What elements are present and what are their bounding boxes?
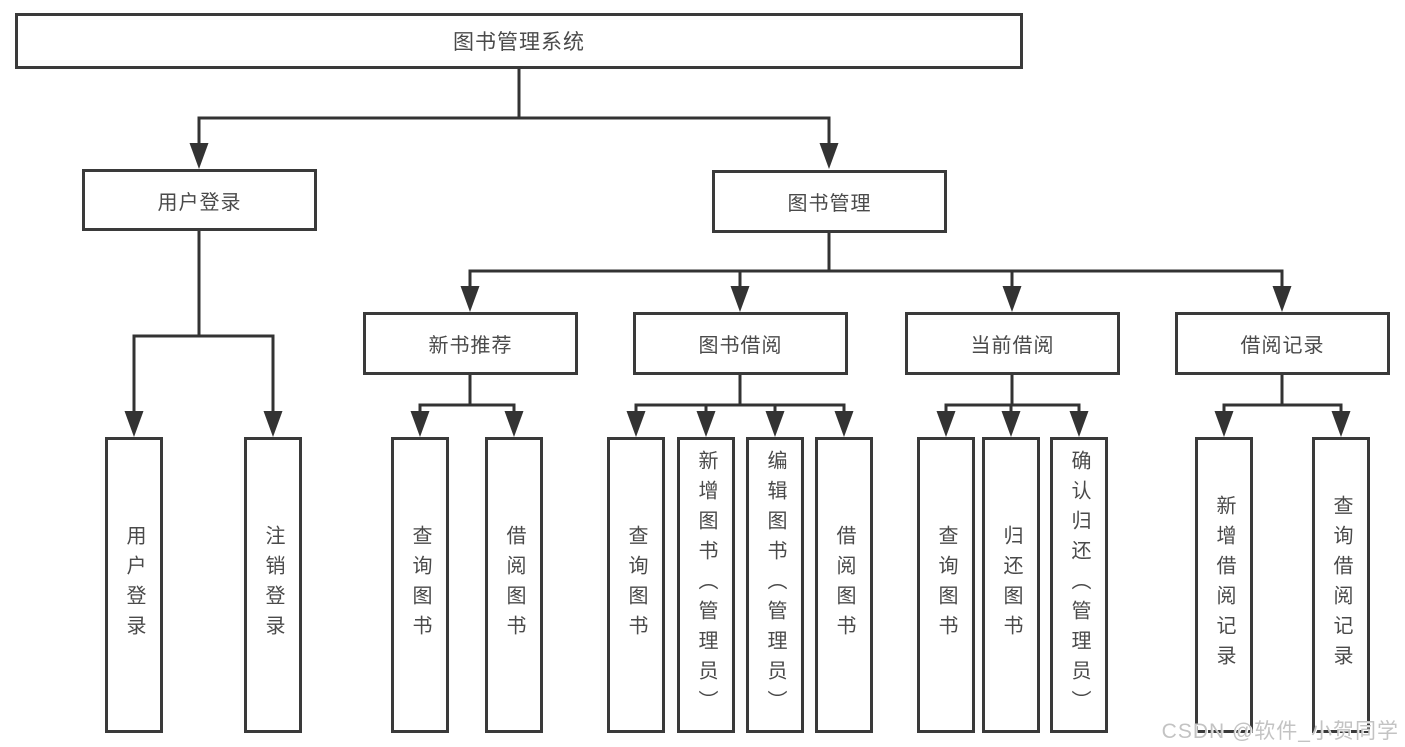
node-borrow-record-label: 借阅记录 <box>1240 335 1325 357</box>
leaf-recommend-query-book-label: 查询图书 <box>409 525 431 645</box>
node-user-login-label: 用户登录 <box>157 191 242 214</box>
leaf-query-borrow-record-label: 查询借阅记录 <box>1330 495 1352 675</box>
node-new-book-recommend-label: 新书推荐 <box>428 335 513 357</box>
node-book-borrow: 图书借阅 <box>633 312 848 375</box>
node-root-label: 图书管理系统 <box>453 31 585 54</box>
leaf-return-book: 归还图书 <box>982 437 1040 733</box>
leaf-recommend-borrow-book-label: 借阅图书 <box>503 525 525 645</box>
leaf-confirm-return-admin: 确认归还（管理员） <box>1050 437 1108 733</box>
node-new-book-recommend: 新书推荐 <box>363 312 578 375</box>
leaf-logout: 注销登录 <box>244 437 302 733</box>
leaf-query-borrow-record: 查询借阅记录 <box>1312 437 1370 733</box>
node-borrow-record: 借阅记录 <box>1175 312 1390 375</box>
node-book-borrow-label: 图书借阅 <box>698 335 783 357</box>
leaf-borrow-book-label: 借阅图书 <box>833 525 855 645</box>
node-current-borrow: 当前借阅 <box>905 312 1120 375</box>
leaf-add-book-admin-label: 新增图书（管理员） <box>695 450 717 720</box>
leaf-add-borrow-record-label: 新增借阅记录 <box>1213 495 1235 675</box>
node-root: 图书管理系统 <box>15 13 1023 69</box>
leaf-add-borrow-record: 新增借阅记录 <box>1195 437 1253 733</box>
leaf-user-login: 用户登录 <box>105 437 163 733</box>
node-user-login: 用户登录 <box>82 169 317 231</box>
leaf-borrow-book: 借阅图书 <box>815 437 873 733</box>
leaf-edit-book-admin-label: 编辑图书（管理员） <box>764 450 786 720</box>
leaf-current-query-book: 查询图书 <box>917 437 975 733</box>
leaf-add-book-admin: 新增图书（管理员） <box>677 437 735 733</box>
leaf-return-book-label: 归还图书 <box>1000 525 1022 645</box>
leaf-recommend-query-book: 查询图书 <box>391 437 449 733</box>
leaf-confirm-return-admin-label: 确认归还（管理员） <box>1068 450 1090 720</box>
node-current-borrow-label: 当前借阅 <box>970 335 1055 357</box>
node-book-management: 图书管理 <box>712 170 947 233</box>
leaf-logout-label: 注销登录 <box>262 525 284 645</box>
leaf-user-login-label: 用户登录 <box>123 525 145 645</box>
leaf-borrow-query-book: 查询图书 <box>607 437 665 733</box>
leaf-current-query-book-label: 查询图书 <box>935 525 957 645</box>
csdn-watermark: CSDN @软件_小贺同学 <box>1161 720 1399 743</box>
leaf-recommend-borrow-book: 借阅图书 <box>485 437 543 733</box>
leaf-edit-book-admin: 编辑图书（管理员） <box>746 437 804 733</box>
leaf-borrow-query-book-label: 查询图书 <box>625 525 647 645</box>
node-book-management-label: 图书管理 <box>787 193 872 215</box>
